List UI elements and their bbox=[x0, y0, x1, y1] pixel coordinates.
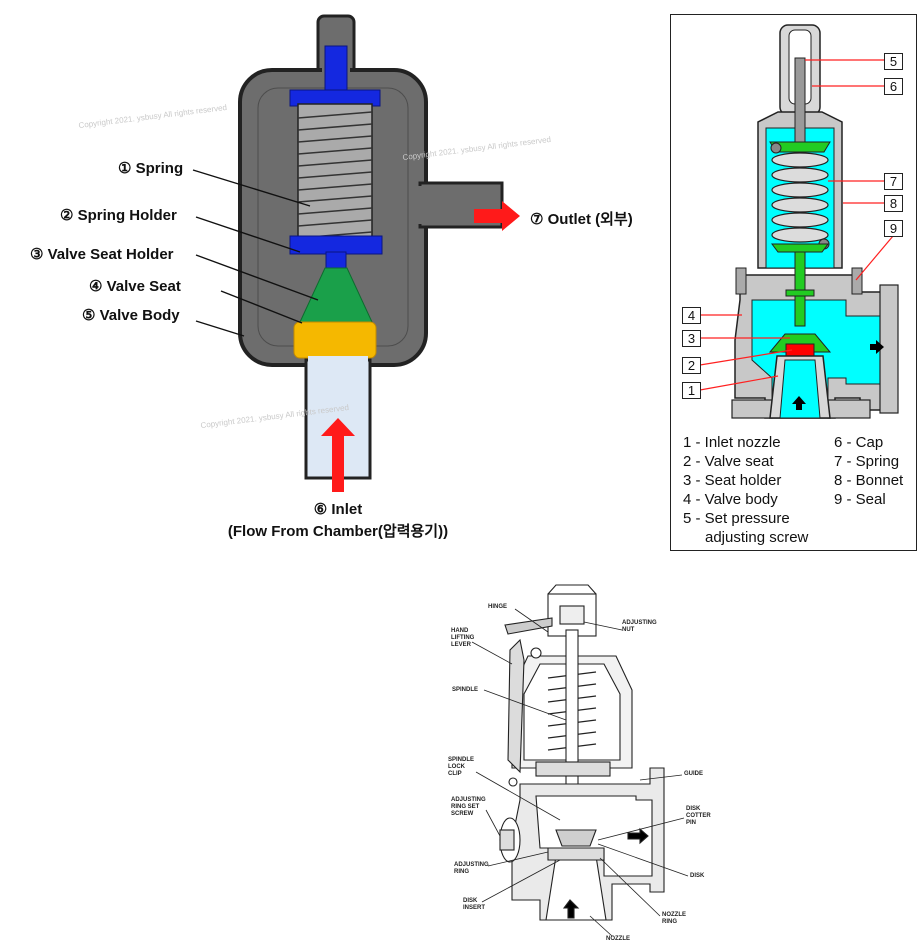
label-adjusting-nut: ADJUSTING NUT bbox=[622, 620, 657, 633]
label-disk-insert: DISK INSERT bbox=[463, 898, 486, 911]
callout-6: 6 bbox=[884, 78, 903, 95]
callout-2: 2 bbox=[682, 357, 701, 374]
label-spring: ① Spring bbox=[118, 160, 184, 177]
spring-coil bbox=[297, 103, 373, 247]
label-valve-seat: ④ Valve Seat bbox=[89, 278, 181, 295]
legend-item-5b: adjusting screw bbox=[705, 529, 809, 546]
inlet-arrow bbox=[321, 418, 355, 492]
legend-item-6: 6 - Cap bbox=[834, 434, 884, 451]
label-disk-cotter-pin: DISK COTTER PIN bbox=[686, 806, 711, 826]
lower-spring-holder bbox=[289, 235, 383, 271]
label-adjusting-ring: ADJUSTING RING bbox=[454, 862, 489, 875]
label-hand-lifting-lever: HAND LIFTING LEVER bbox=[451, 628, 475, 648]
legend-item-4: 4 - Valve body bbox=[683, 491, 778, 508]
label-spindle-lock-clip: SPINDLE LOCK CLIP bbox=[448, 757, 475, 777]
label-inlet-flow: (Flow From Chamber(압력용기)) bbox=[227, 523, 449, 540]
callout-3: 3 bbox=[682, 330, 701, 347]
label-nozzle-ring: NOZZLE RING bbox=[662, 912, 686, 925]
label-spring-holder: ② Spring Holder bbox=[60, 207, 177, 224]
callout-4: 4 bbox=[682, 307, 701, 324]
legend-item-2: 2 - Valve seat bbox=[683, 453, 774, 470]
callout-9: 9 bbox=[884, 220, 903, 237]
label-valve-body: ⑤ Valve Body bbox=[82, 307, 180, 324]
label-disk: DISK bbox=[690, 873, 705, 879]
diagram1-leaders bbox=[192, 169, 319, 337]
callout-7: 7 bbox=[884, 173, 903, 190]
label-valve-seat-holder: ③ Valve Seat Holder bbox=[30, 246, 174, 263]
callout-1: 1 bbox=[682, 382, 701, 399]
label-spindle: SPINDLE bbox=[452, 687, 479, 693]
label-hinge: HINGE bbox=[488, 604, 508, 610]
legend-left: 1 - Inlet nozzle 2 - Valve seat 3 - Seat… bbox=[683, 433, 808, 547]
label-inlet: ⑥ Inlet bbox=[313, 501, 363, 518]
legend-item-3: 3 - Seat holder bbox=[683, 472, 782, 489]
legend-item-1: 1 - Inlet nozzle bbox=[683, 434, 781, 451]
label-adjusting-ring-set-screw: ADJUSTING RING SET SCREW bbox=[451, 797, 486, 817]
outlet-arrow bbox=[474, 201, 520, 231]
callout-8: 8 bbox=[884, 195, 903, 212]
callout-5: 5 bbox=[884, 53, 903, 70]
legend-item-5: 5 - Set pressure bbox=[683, 510, 790, 527]
label-nozzle: NOZZLE bbox=[606, 936, 630, 942]
top-spring-holder bbox=[289, 45, 381, 107]
legend-item-9: 9 - Seal bbox=[834, 491, 886, 508]
legend-item-7: 7 - Spring bbox=[834, 453, 900, 470]
legend-right: 6 - Cap 7 - Spring 8 - Bonnet 9 - Seal bbox=[834, 433, 903, 509]
label-outlet: ⑦ Outlet (외부) bbox=[530, 211, 633, 228]
label-guide: GUIDE bbox=[684, 771, 704, 777]
legend-item-8: 8 - Bonnet bbox=[834, 472, 904, 489]
